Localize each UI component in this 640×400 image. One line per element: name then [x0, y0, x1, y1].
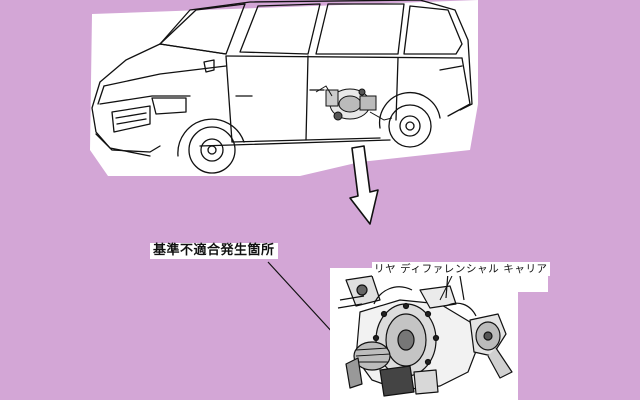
nonconformity-location-label: 基準不適合発生箇所 — [150, 243, 278, 259]
van-backdrop — [90, 0, 478, 176]
down-arrow-icon — [349, 145, 379, 225]
differential-in-van — [315, 85, 393, 121]
part-leader-line — [439, 275, 453, 301]
differential-carrier-illustration — [337, 271, 513, 397]
van-illustration — [91, 0, 473, 174]
rear-differential-carrier-label: リヤ ディファレンシャル キャリア — [372, 262, 550, 276]
